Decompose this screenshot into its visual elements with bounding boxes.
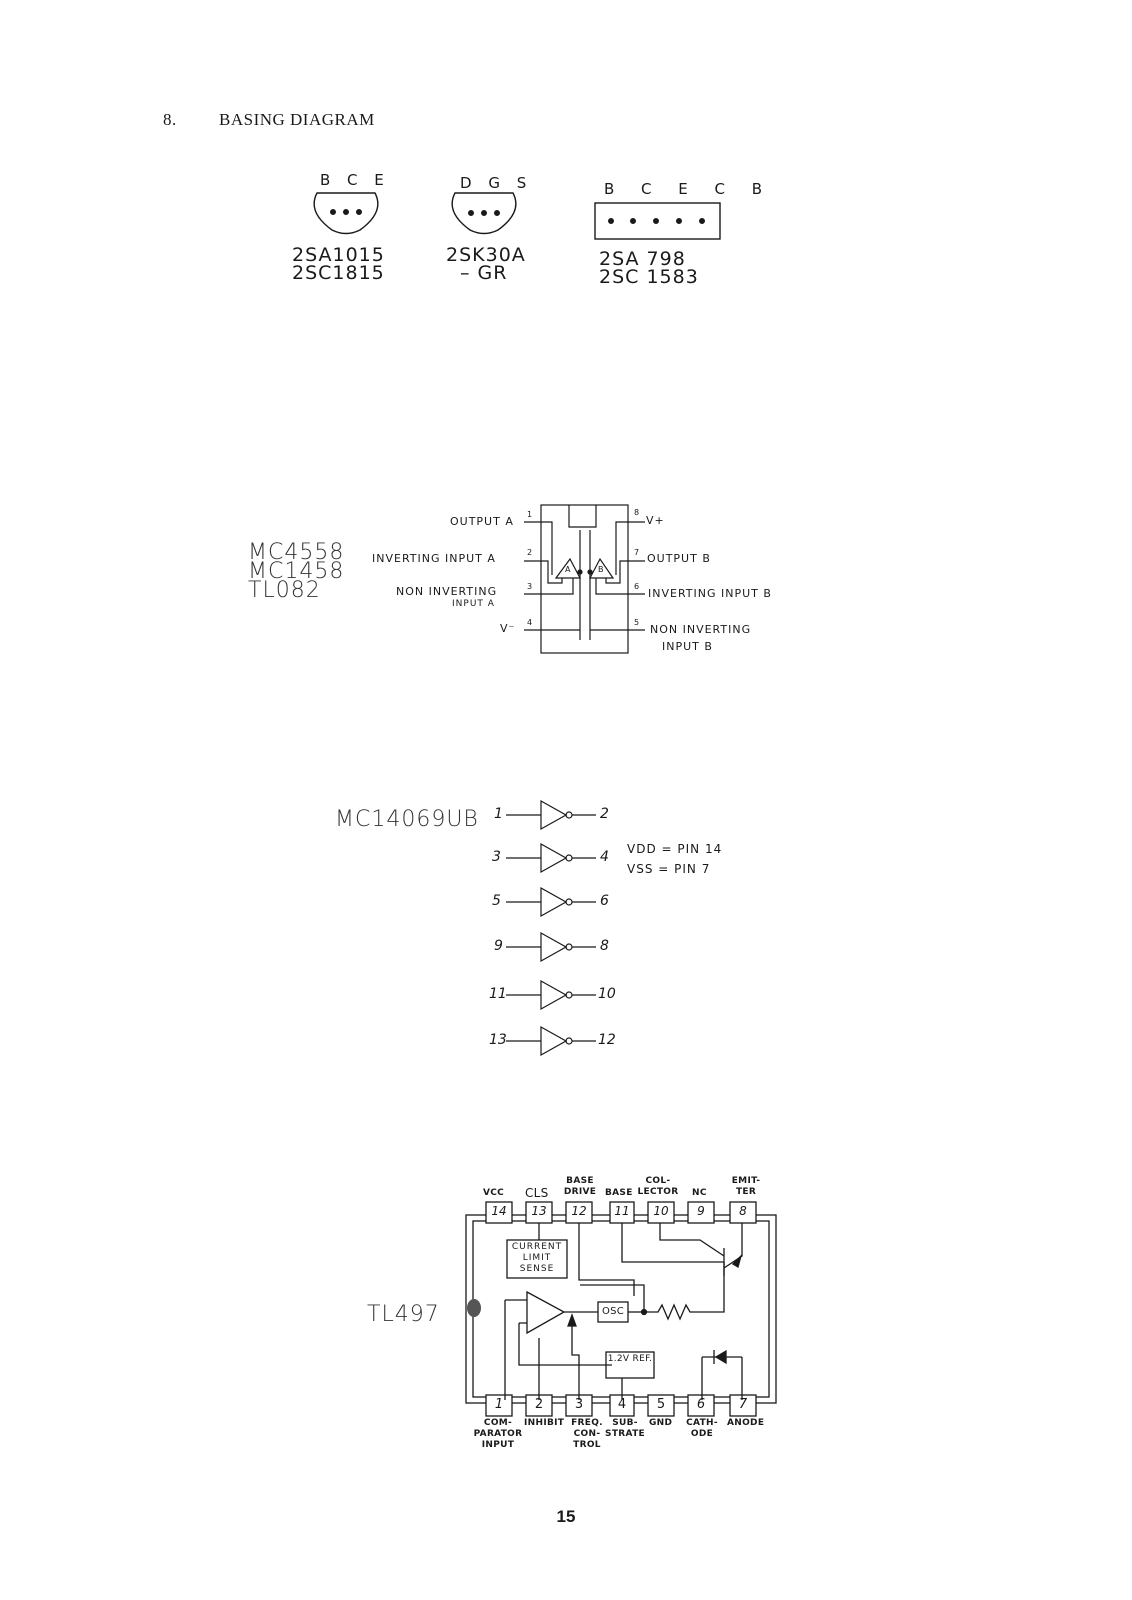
amp-label-a: A <box>565 565 571 574</box>
part-2sk30a: 2SK30A <box>446 244 526 266</box>
inverter-in-3: 5 <box>492 893 501 909</box>
sip-package <box>594 202 721 240</box>
tl497-label-collector: COL-LECTOR <box>637 1176 679 1197</box>
opamp-part-list: MC4558 MC1458 TL082 <box>248 540 345 603</box>
tl497-pin-5: 5 <box>656 1397 666 1412</box>
opamp-pin-6: 6 <box>634 582 640 591</box>
inverter-out-1: 2 <box>600 806 609 822</box>
pin-label-input-a: INPUT A <box>452 599 495 609</box>
tl497-pin-6: 6 <box>696 1397 706 1412</box>
to92-package-dgs <box>451 192 517 235</box>
pin-label-non-inverting-a: NON INVERTING <box>396 585 498 598</box>
tl497-pin-14: 14 <box>491 1204 507 1218</box>
pin-label-inverting-input-b: INVERTING INPUT B <box>648 587 772 600</box>
tl497-label-inhibit: INHIBIT <box>524 1418 565 1428</box>
inverter-out-4: 8 <box>600 938 609 954</box>
inverter-out-3: 6 <box>600 893 609 909</box>
tl497-pin-3: 3 <box>574 1397 584 1412</box>
opamp-pin-3: 3 <box>527 582 533 591</box>
part-tl497: TL497 <box>367 1302 440 1327</box>
tl497-label-gnd: GND <box>649 1418 673 1428</box>
part-mc4558: MC4558 <box>248 540 345 565</box>
section-title: BASING DIAGRAM <box>219 110 375 129</box>
opamp-pin-1: 1 <box>527 510 533 519</box>
pin-label-non-inverting-b: NON INVERTING <box>650 623 752 636</box>
tl497-label-anode: ANODE <box>727 1418 765 1428</box>
tl497-label-nc: NC <box>692 1188 707 1198</box>
pin-label-input-b: INPUT B <box>662 640 713 653</box>
pin-label-output-a: OUTPUT A <box>450 515 514 528</box>
opamp-pin-2: 2 <box>527 548 533 557</box>
inverter-in-2: 3 <box>492 849 501 865</box>
opamp-pin-7: 7 <box>634 548 640 557</box>
tl497-label-comparator-input: COM-PARATOR INPUT <box>473 1418 523 1450</box>
note-vdd: VDD = PIN 14 <box>627 842 723 856</box>
inverter-in-4: 9 <box>494 938 503 954</box>
inverter-in-6: 13 <box>489 1032 507 1048</box>
tl497-pin-10: 10 <box>653 1204 669 1218</box>
block-1-2v-ref: 1.2V REF. <box>607 1354 653 1364</box>
inverter-in-5: 11 <box>489 986 507 1002</box>
part-2sc1583: 2SC 1583 <box>599 266 699 288</box>
tl497-label-freq-control: FREQ. CON-TROL <box>571 1418 603 1450</box>
part-mc1458: MC1458 <box>248 559 345 584</box>
section-heading: 8. BASING DIAGRAM <box>163 110 375 130</box>
tl497-pin-8: 8 <box>739 1204 747 1218</box>
tl497-pin-2: 2 <box>534 1397 544 1412</box>
tl497-label-base: BASE <box>605 1188 633 1198</box>
inverter-in-1: 1 <box>494 806 503 822</box>
opamp-pin-5: 5 <box>634 618 640 627</box>
tl497-pin-7: 7 <box>738 1397 748 1412</box>
opamp-dip8-drawing <box>524 504 645 654</box>
tl497-pin-4: 4 <box>617 1397 627 1412</box>
tl497-label-base-drive: BASE DRIVE <box>563 1176 597 1197</box>
part-2sa798: 2SA 798 <box>599 248 686 270</box>
pin-label-v-minus: V⁻ <box>500 622 516 635</box>
tl497-label-emitter: EMIT-TER <box>731 1176 761 1197</box>
tl497-dip14-drawing <box>465 1201 777 1417</box>
part-tl082: TL082 <box>248 578 321 603</box>
note-vss: VSS = PIN 7 <box>627 862 711 876</box>
pin-label-output-b: OUTPUT B <box>647 552 711 565</box>
tl497-label-vcc: VCC <box>483 1188 505 1198</box>
to92-dgs-pin-labels: D G S <box>460 174 533 192</box>
part-2sa1015: 2SA1015 <box>292 244 385 266</box>
block-current-limit-sense: CURRENT LIMIT SENSE <box>511 1242 563 1274</box>
opamp-pin-4: 4 <box>527 618 533 627</box>
section-number: 8. <box>163 110 177 129</box>
inverter-out-6: 12 <box>598 1032 616 1048</box>
to92-bce-pin-labels: B C E <box>320 171 390 189</box>
tl497-pin-9: 9 <box>697 1204 705 1218</box>
tl497-pin-1: 1 <box>494 1397 504 1412</box>
part-2sc1815: 2SC1815 <box>292 262 385 284</box>
tl497-pin-11: 11 <box>614 1204 630 1218</box>
inverter-out-2: 4 <box>600 849 609 865</box>
amp-label-b: B <box>598 565 604 574</box>
tl497-label-substrate: SUB-STRATE <box>605 1418 645 1439</box>
to92-package-bce <box>313 192 379 235</box>
block-osc: OSC <box>601 1306 625 1317</box>
tl497-label-cls: CLS <box>525 1186 549 1200</box>
tl497-label-cathode: CATH-ODE <box>686 1418 718 1439</box>
part-mc14069ub: MC14069UB <box>335 807 479 832</box>
hex-inverter-drawing <box>506 799 596 1057</box>
inverter-out-5: 10 <box>598 986 616 1002</box>
tl497-pin-12: 12 <box>571 1204 587 1218</box>
pin-label-inverting-input-a: INVERTING INPUT A <box>372 552 496 565</box>
opamp-pin-8: 8 <box>634 508 640 517</box>
pin-label-v-plus: V+ <box>646 514 665 527</box>
sip-pin-labels: B C E C B <box>604 180 774 198</box>
tl497-pin-13: 13 <box>531 1204 547 1218</box>
page-number: 15 <box>556 1507 576 1526</box>
part-gr-suffix: – GR <box>460 262 508 284</box>
